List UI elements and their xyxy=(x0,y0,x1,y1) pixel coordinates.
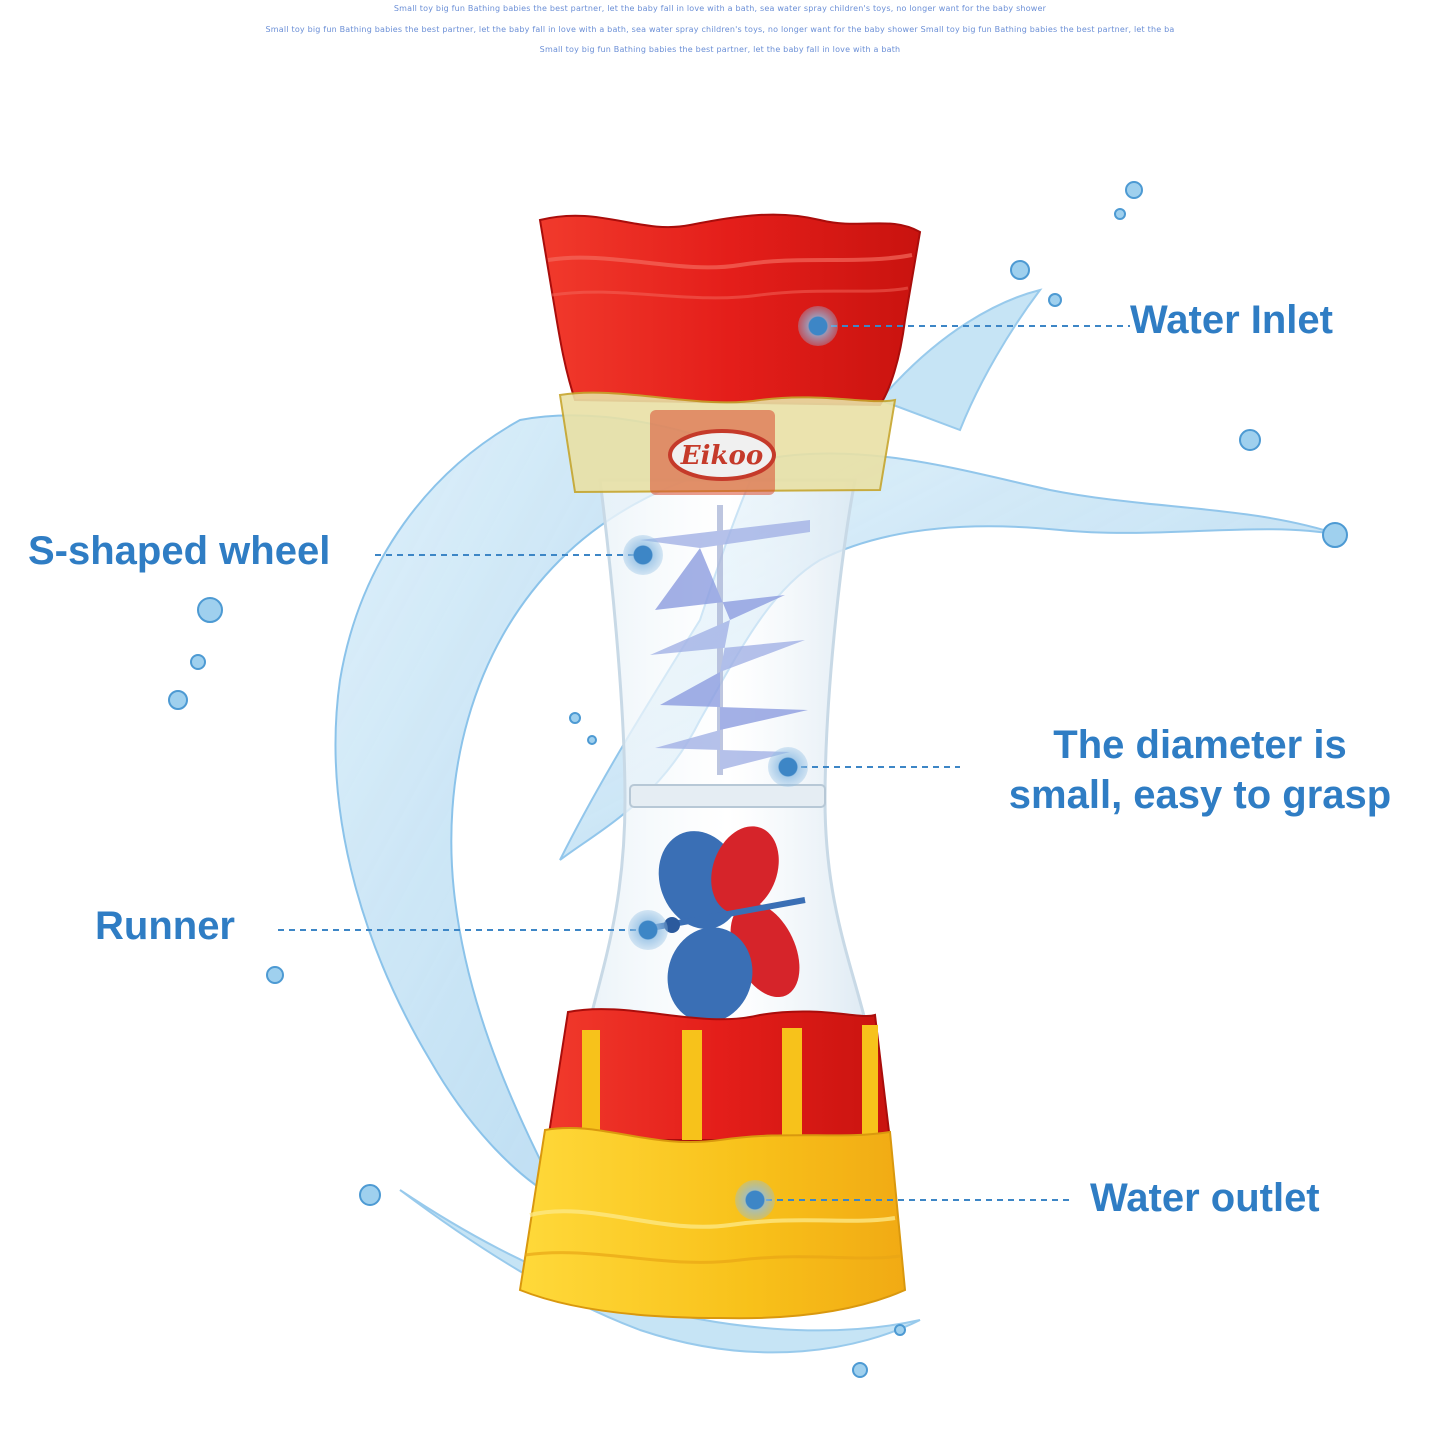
top-red-cup xyxy=(538,213,922,407)
bottom-yellow-cup xyxy=(518,1126,907,1320)
marker-diameter xyxy=(768,747,808,787)
tagline-1: Small toy big fun Bathing babies the bes… xyxy=(393,4,1047,13)
logo-band: Eikoo xyxy=(558,391,897,495)
marker-runner xyxy=(628,910,668,950)
label-diameter: The diameter is small, easy to grasp xyxy=(985,720,1415,820)
label-runner: Runner xyxy=(95,904,235,948)
clear-tube xyxy=(588,478,867,1022)
leader-lines xyxy=(278,325,1130,1201)
marker-water-outlet xyxy=(735,1180,775,1220)
s-shaped-wheel xyxy=(640,505,810,775)
label-diameter-line-2: small, easy to grasp xyxy=(1008,773,1392,817)
marker-water-inlet xyxy=(798,306,838,346)
label-water-inlet: Water Inlet xyxy=(1130,298,1333,342)
label-diameter-line-1: The diameter is xyxy=(1053,723,1347,767)
tagline-2: Small toy big fun Bathing babies the bes… xyxy=(265,25,1175,34)
brand-logo: Eikoo xyxy=(680,441,763,471)
marker-s-wheel xyxy=(623,535,663,575)
tagline-3: Small toy big fun Bathing babies the bes… xyxy=(539,45,901,54)
label-s-shaped-wheel: S-shaped wheel xyxy=(28,529,331,573)
runner-wheel xyxy=(639,826,806,1023)
label-water-outlet: Water outlet xyxy=(1090,1176,1320,1220)
markers xyxy=(623,306,838,1220)
bottom-red-collar xyxy=(546,1008,892,1141)
